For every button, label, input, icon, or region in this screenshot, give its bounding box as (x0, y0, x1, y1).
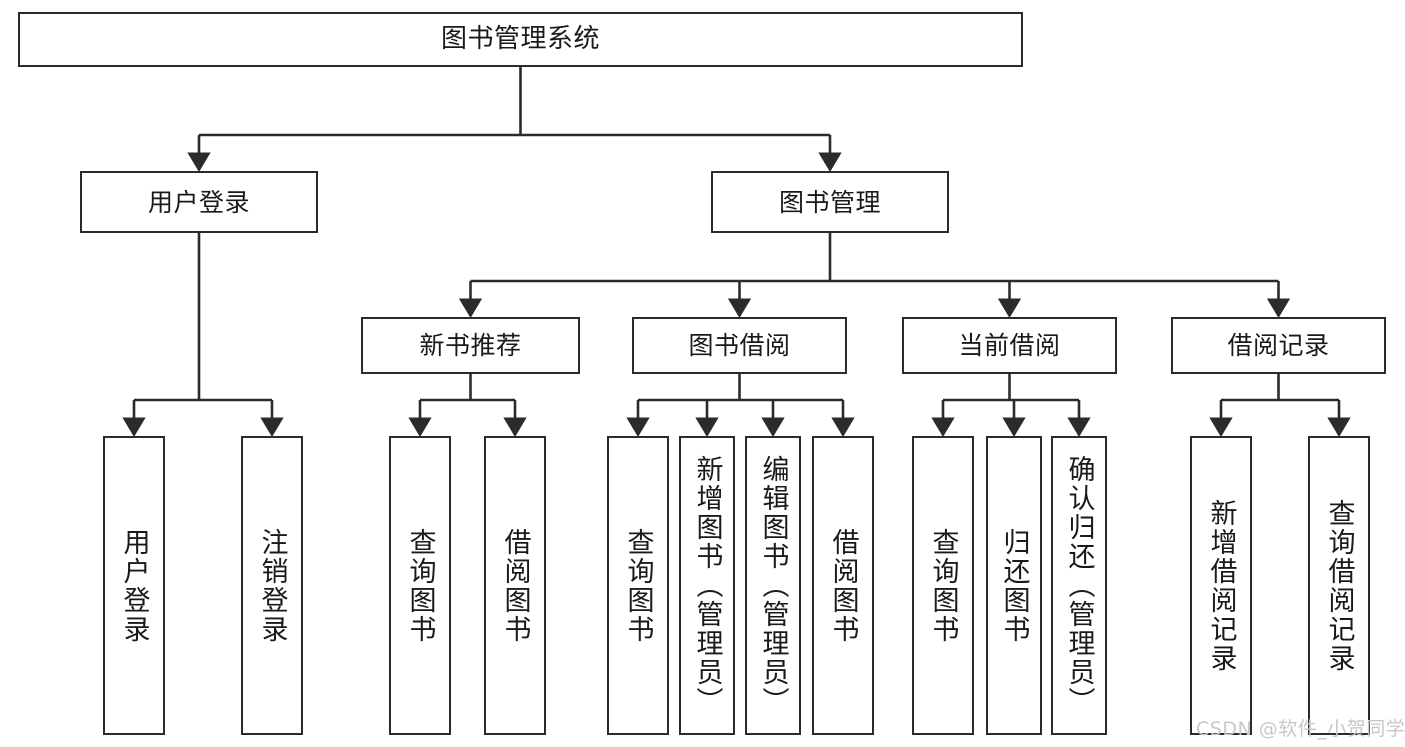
node-current-borrow[interactable]: 当前借阅 (902, 317, 1117, 374)
leaf-borrow-book-recommend-label: 借阅图书 (499, 527, 531, 644)
leaf-add-book-admin[interactable]: 新增图书（管理员） (679, 436, 735, 735)
leaf-query-book-recommend[interactable]: 查询图书 (389, 436, 451, 735)
leaf-borrow-book[interactable]: 借阅图书 (812, 436, 874, 735)
node-borrow-records[interactable]: 借阅记录 (1171, 317, 1386, 374)
node-borrow-records-label: 借阅记录 (1227, 331, 1330, 360)
node-book-management-label: 图书管理 (778, 187, 881, 217)
leaf-borrow-book-label: 借阅图书 (827, 527, 859, 644)
leaf-logout[interactable]: 注销登录 (241, 436, 303, 735)
node-new-book-recommend[interactable]: 新书推荐 (361, 317, 580, 374)
leaf-user-login[interactable]: 用户登录 (103, 436, 165, 735)
node-new-book-recommend-label: 新书推荐 (419, 331, 522, 360)
node-book-borrow-label: 图书借阅 (688, 331, 791, 360)
leaf-borrow-book-recommend[interactable]: 借阅图书 (484, 436, 546, 735)
leaf-confirm-return-admin-label: 确认归还（管理员） (1063, 455, 1095, 716)
leaf-return-book[interactable]: 归还图书 (986, 436, 1042, 735)
leaf-logout-label: 注销登录 (256, 527, 288, 644)
leaf-add-borrow-record[interactable]: 新增借阅记录 (1190, 436, 1252, 735)
node-root[interactable]: 图书管理系统 (18, 12, 1023, 67)
node-current-borrow-label: 当前借阅 (958, 331, 1061, 360)
leaf-query-book-borrow-label: 查询图书 (622, 527, 654, 644)
node-book-borrow[interactable]: 图书借阅 (632, 317, 847, 374)
node-user-login-label: 用户登录 (147, 187, 250, 217)
leaf-add-book-admin-label: 新增图书（管理员） (691, 455, 723, 716)
leaf-add-borrow-record-label: 新增借阅记录 (1205, 498, 1237, 673)
node-user-login[interactable]: 用户登录 (80, 171, 318, 233)
leaf-confirm-return-admin[interactable]: 确认归还（管理员） (1051, 436, 1107, 735)
watermark: CSDN @软件_小贺同学 (1196, 718, 1405, 740)
leaf-query-book-recommend-label: 查询图书 (404, 527, 436, 644)
leaf-edit-book-admin[interactable]: 编辑图书（管理员） (745, 436, 801, 735)
leaf-query-borrow-record-label: 查询借阅记录 (1323, 498, 1355, 673)
leaf-query-book-current[interactable]: 查询图书 (912, 436, 974, 735)
node-book-management[interactable]: 图书管理 (711, 171, 949, 233)
leaf-user-login-label: 用户登录 (118, 527, 150, 644)
leaf-edit-book-admin-label: 编辑图书（管理员） (757, 455, 789, 716)
leaf-query-book-borrow[interactable]: 查询图书 (607, 436, 669, 735)
leaf-query-book-current-label: 查询图书 (927, 527, 959, 644)
leaf-query-borrow-record[interactable]: 查询借阅记录 (1308, 436, 1370, 735)
leaf-return-book-label: 归还图书 (998, 527, 1030, 644)
node-root-label: 图书管理系统 (440, 24, 600, 55)
